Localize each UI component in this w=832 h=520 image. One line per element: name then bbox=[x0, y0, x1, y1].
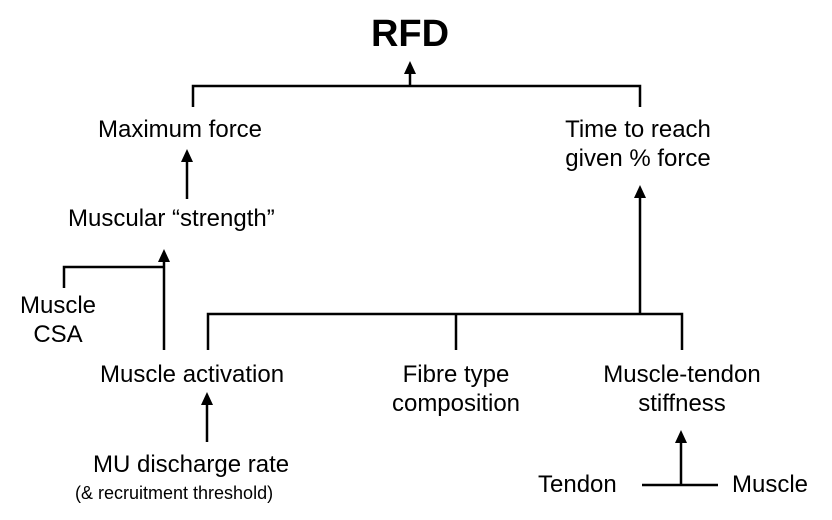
mu-discharge-label: MU discharge rate bbox=[93, 451, 290, 478]
muscle-activation-label: Muscle activation bbox=[100, 361, 285, 388]
time-to-reach-line-2: given % force bbox=[565, 144, 711, 172]
factors-to-time-arrow-head bbox=[634, 185, 646, 198]
stiffness-arrow-head bbox=[675, 430, 687, 443]
strength-to-maxforce-arrow-head bbox=[181, 149, 193, 162]
rfd-title: RFD bbox=[370, 13, 450, 55]
muscle-tendon-label: Muscle-tendon stiffness bbox=[585, 361, 779, 419]
muscle-tendon-line-1: Muscle-tendon bbox=[603, 361, 761, 388]
fibre-type-line-1: Fibre type bbox=[402, 361, 510, 388]
time-to-reach-line-1: Time to reach bbox=[565, 116, 711, 143]
csa-connector bbox=[62, 265, 164, 288]
fibre-type-label: Fibre type composition bbox=[374, 361, 538, 419]
mu-to-activation-arrow-head bbox=[201, 392, 213, 405]
muscular-strength-label: Muscular “strength” bbox=[68, 205, 275, 232]
muscle-csa-label: Muscle CSA bbox=[12, 292, 104, 350]
activation-to-strength-arrow-head bbox=[158, 249, 170, 262]
maximum-force-label: Maximum force bbox=[98, 116, 263, 143]
fibre-type-line-2: composition bbox=[391, 389, 521, 417]
muscle-tendon-line-2: stiffness bbox=[638, 389, 726, 417]
time-to-reach-label: Time to reach given % force bbox=[548, 116, 728, 174]
muscle-label: Muscle bbox=[732, 471, 809, 498]
muscle-csa-line-1: Muscle bbox=[19, 292, 97, 319]
factor-group-connector bbox=[206, 312, 684, 350]
rfd-branch-connector bbox=[191, 84, 642, 107]
recruitment-threshold-note: (& recruitment threshold) bbox=[75, 483, 274, 503]
tendon-label: Tendon bbox=[538, 471, 617, 498]
muscle-csa-line-2: CSA bbox=[33, 320, 83, 348]
rfd-arrow-head bbox=[404, 61, 416, 74]
